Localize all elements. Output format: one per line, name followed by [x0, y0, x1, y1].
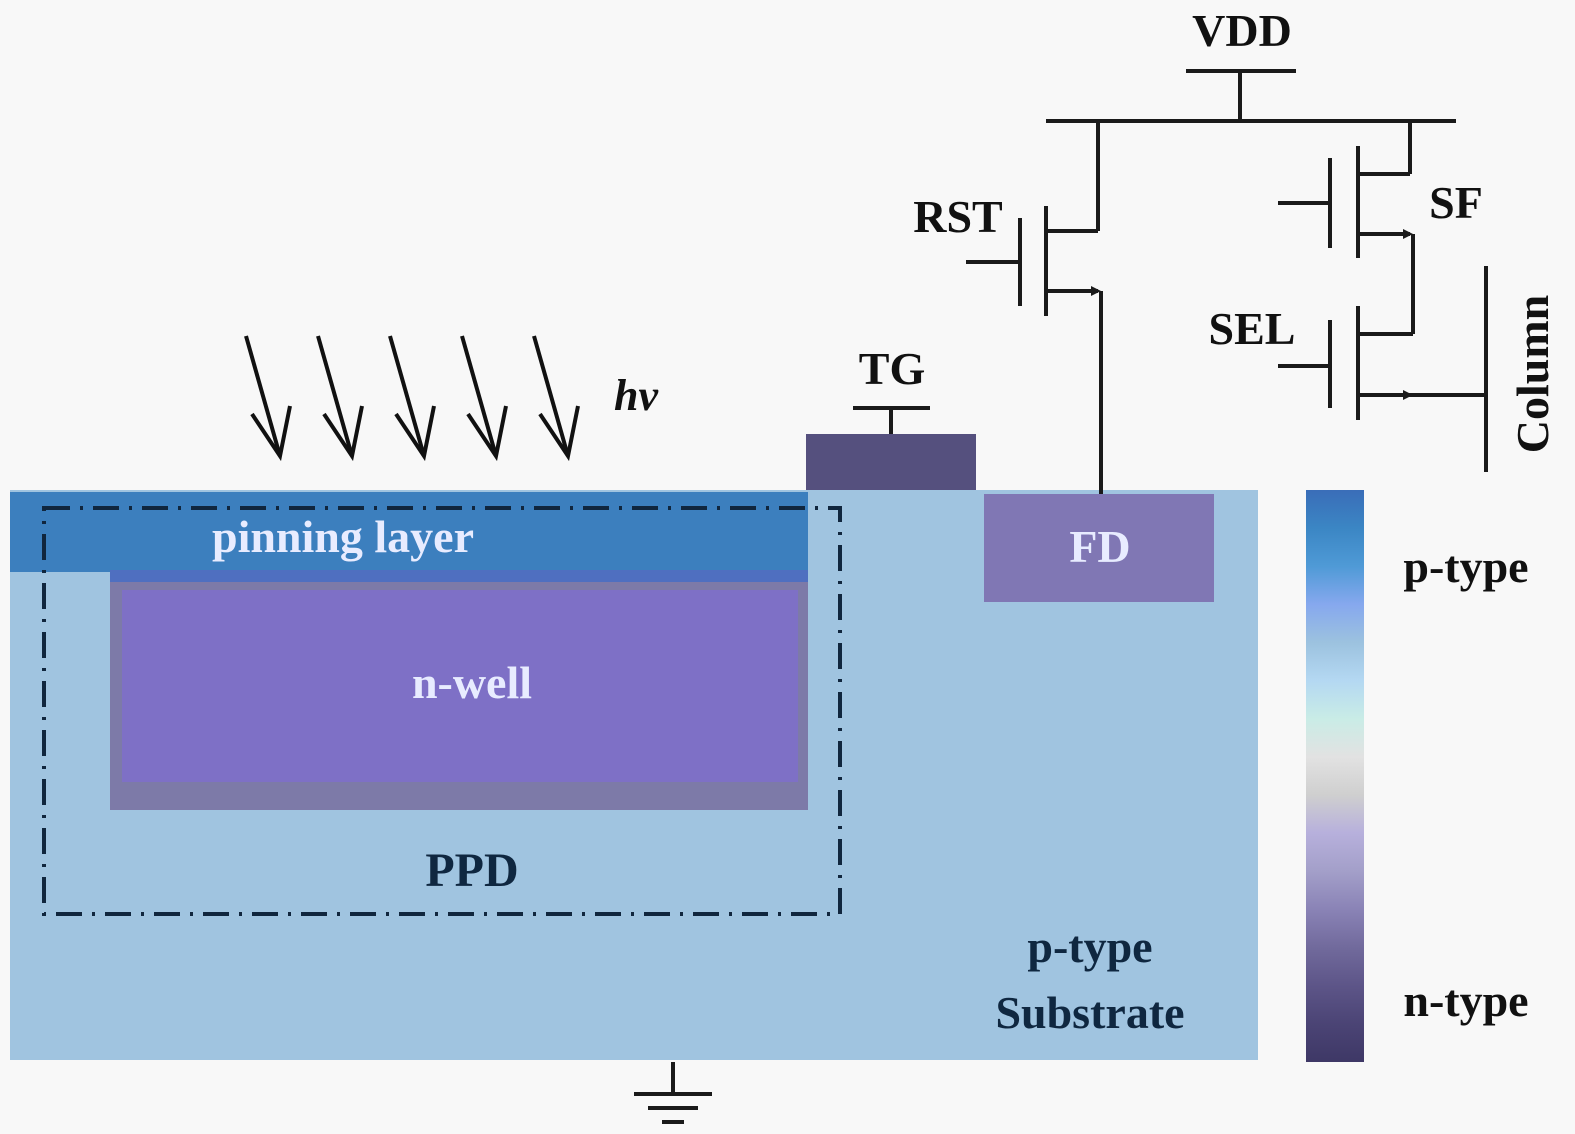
pinning-layer-label: pinning layer	[212, 511, 474, 562]
ppd-boundary	[42, 506, 842, 916]
readout-circuit	[966, 69, 1488, 494]
vdd-label: VDD	[1192, 5, 1292, 56]
light-arrow-head-icon	[322, 405, 364, 462]
doping-legend-bar	[1306, 490, 1364, 1062]
light-arrow-icon	[532, 335, 570, 457]
ppd-label: PPD	[425, 844, 518, 897]
rst-label: RST	[913, 191, 1002, 242]
ground-icon	[634, 1062, 712, 1124]
n-well-label: n-well	[412, 657, 532, 708]
pinning-layer	[10, 492, 808, 572]
light-arrow-head-icon	[250, 405, 292, 462]
light-arrow-head-icon	[538, 405, 580, 462]
sel-label: SEL	[1209, 303, 1296, 354]
pinning-layer-edge	[110, 570, 808, 584]
light-arrow-icon	[316, 335, 354, 457]
light-arrow-icon	[460, 335, 498, 457]
substrate-label-line2: Substrate	[995, 987, 1184, 1038]
light-arrow-icon	[244, 335, 282, 457]
fd-label: FD	[1069, 521, 1130, 572]
light-arrow-head-icon	[394, 405, 436, 462]
legend-n-type-label: n-type	[1403, 975, 1528, 1026]
transfer-gate	[806, 434, 976, 490]
n-well	[122, 590, 798, 782]
light-arrow-head-icon	[466, 405, 508, 462]
photon-energy-label: hv	[614, 371, 658, 420]
tg-label: TG	[859, 343, 925, 394]
floating-diffusion	[984, 494, 1214, 602]
light-arrow-icon	[388, 335, 426, 457]
column-label: Column	[1507, 295, 1558, 453]
sf-label: SF	[1429, 177, 1483, 228]
incident-light-arrows	[244, 335, 580, 462]
substrate-label-line1: p-type	[1027, 921, 1152, 972]
legend-p-type-label: p-type	[1403, 541, 1528, 592]
